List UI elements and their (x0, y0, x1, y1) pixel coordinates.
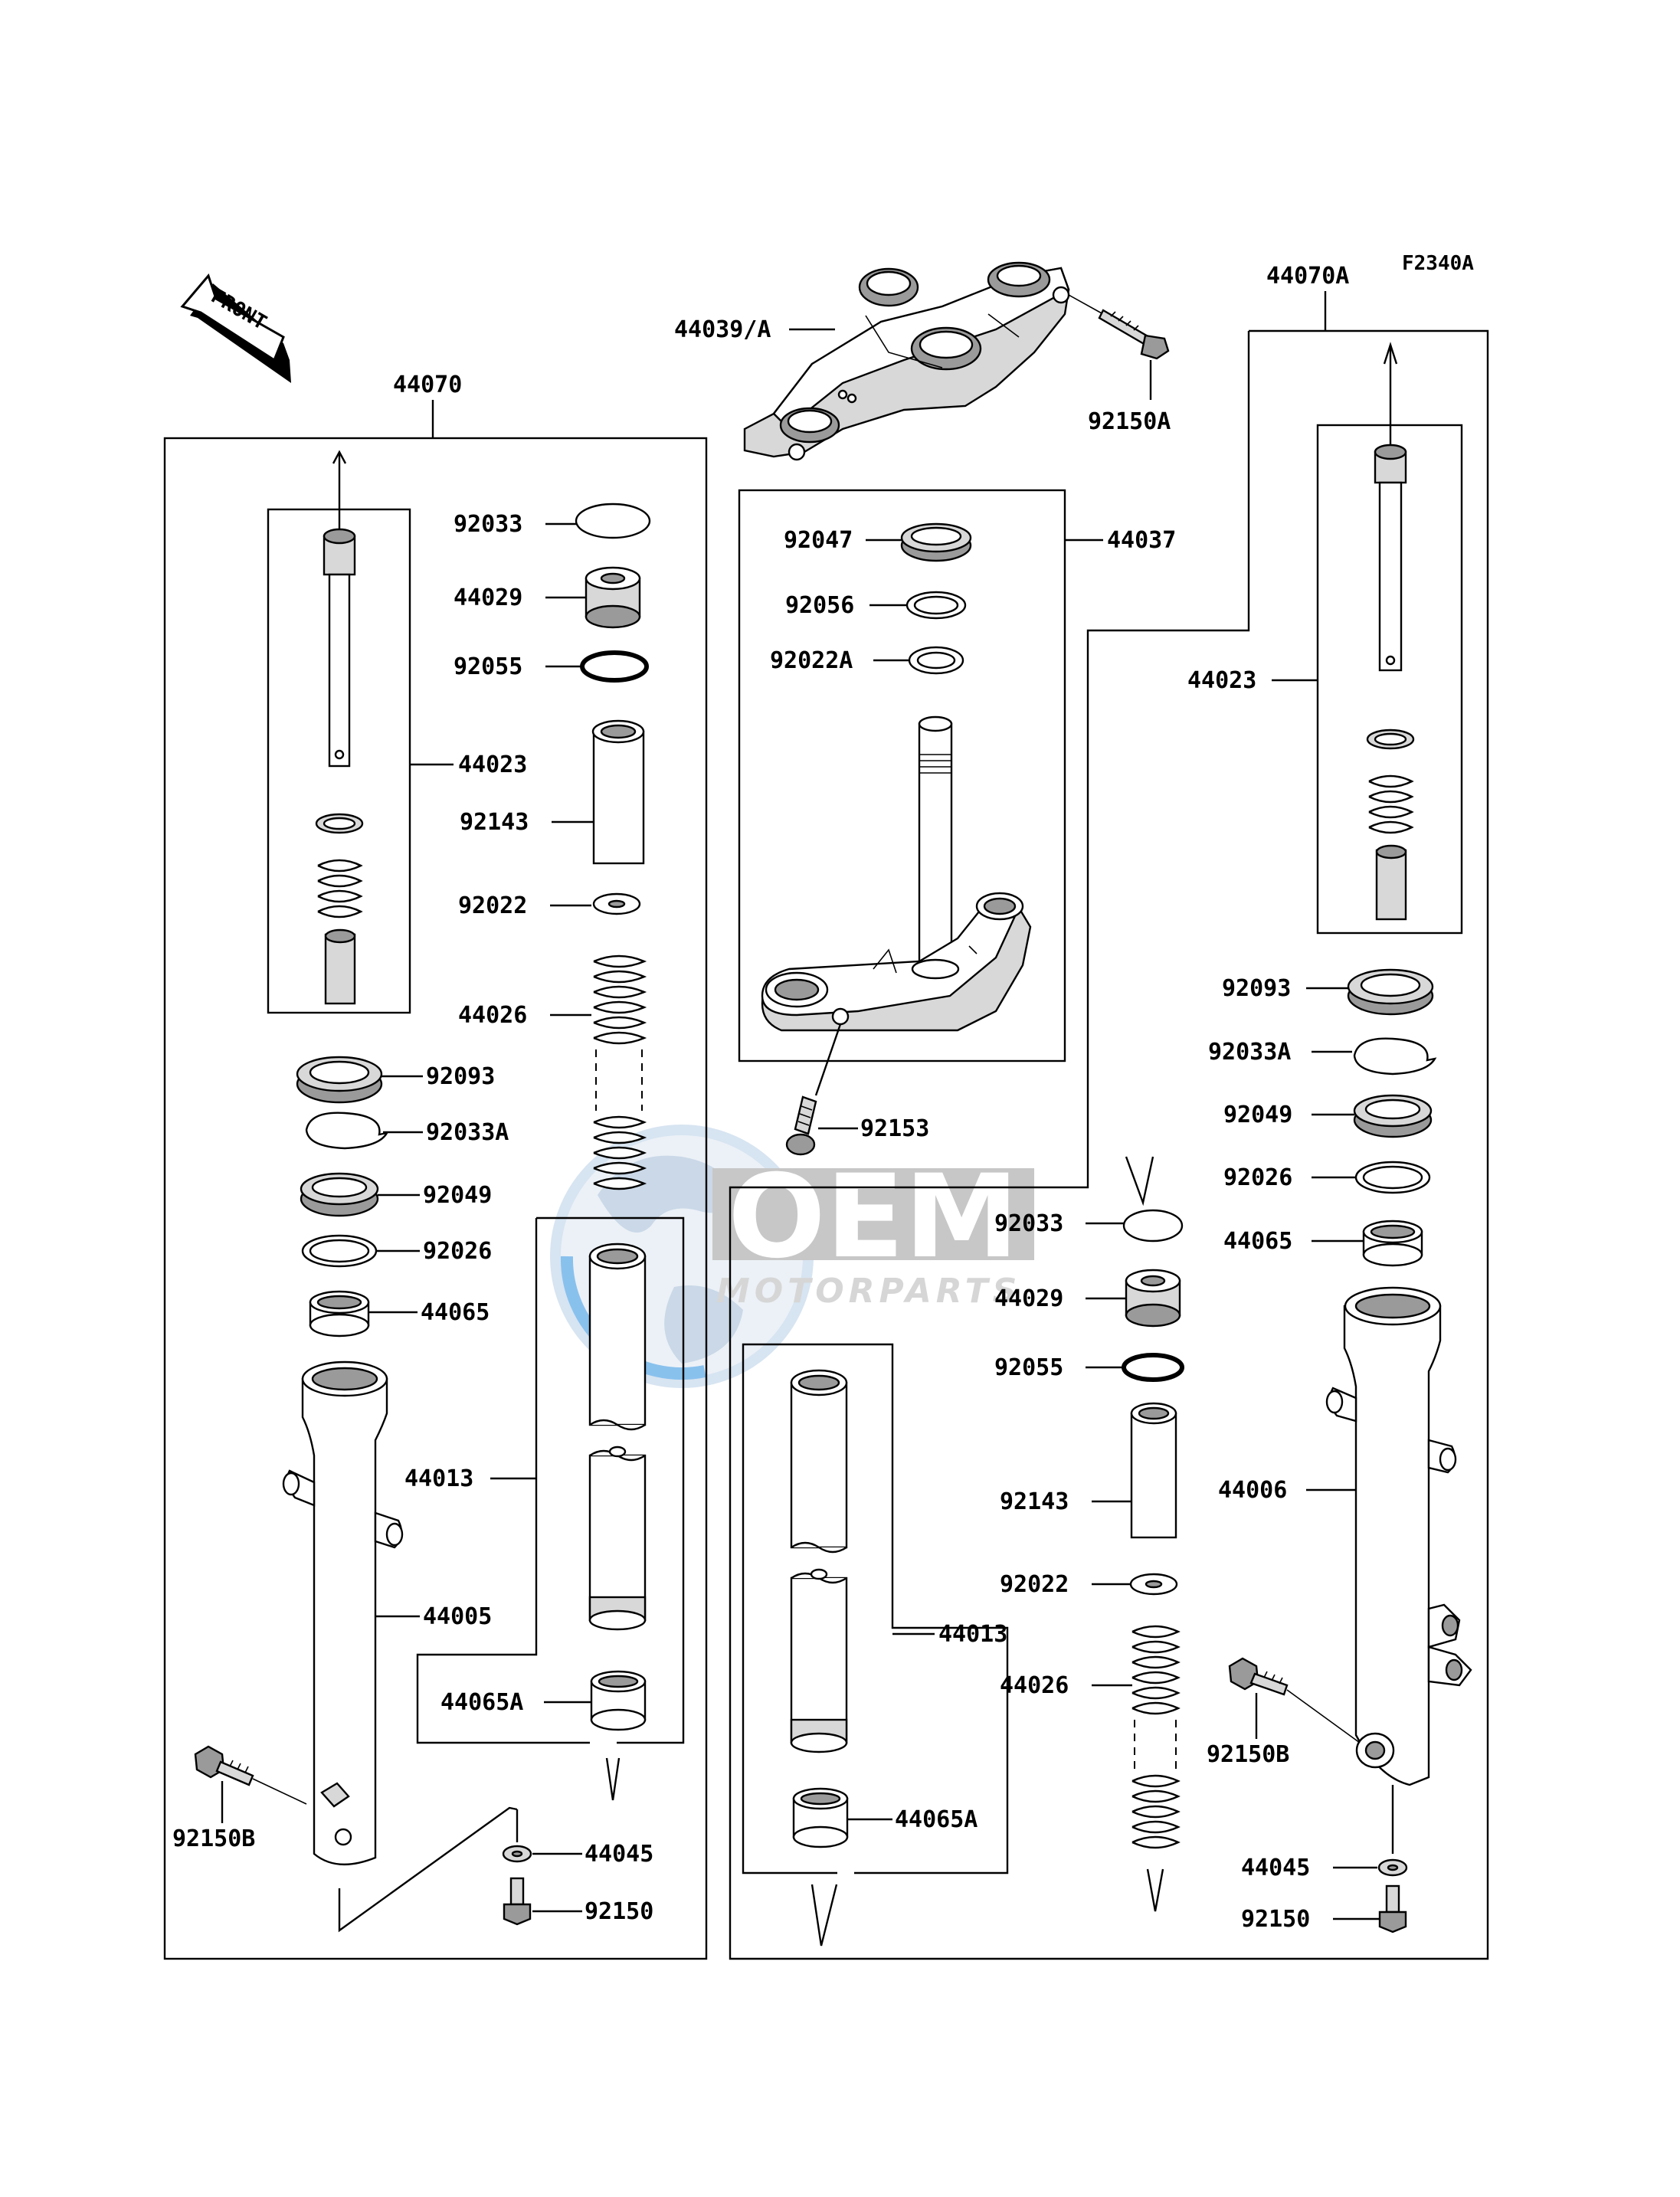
label-R-92033: 92033 (994, 1210, 1063, 1237)
watermark-tagline: MOTORPARTS (716, 1272, 1021, 1311)
label-R-44013: 44013 (938, 1621, 1007, 1648)
label-R-92093: 92093 (1222, 975, 1291, 1002)
dust-seal-92049-left (300, 1172, 379, 1217)
inner-box-44013-right (742, 1343, 1009, 1874)
spring-44026-right (1131, 1625, 1181, 1849)
label-L-92049: 92049 (423, 1182, 492, 1209)
label-L-44005: 44005 (423, 1603, 492, 1630)
label-L-44029: 44029 (454, 584, 522, 611)
guide-bush-44065A-right (792, 1787, 849, 1848)
assembly-box-44037 (738, 489, 1066, 1062)
guide-bush-44065-right (1362, 1220, 1423, 1267)
label-92153: 92153 (860, 1115, 929, 1142)
oring-92055-right (1122, 1353, 1184, 1382)
label-92022A: 92022A (770, 647, 853, 674)
label-R-44029: 44029 (994, 1285, 1063, 1312)
label-R-44045: 44045 (1241, 1855, 1310, 1881)
collar-92143-right (1130, 1402, 1177, 1539)
label-L-92150B: 92150B (172, 1825, 255, 1852)
label-R-92143: 92143 (1000, 1488, 1069, 1515)
clip-92033A-right (1353, 1037, 1437, 1076)
label-L-44023: 44023 (458, 751, 527, 778)
bolt-92150-left (503, 1877, 532, 1926)
oil-seal-92093-left (296, 1056, 383, 1104)
inner-box-44013-left (536, 1216, 685, 1744)
label-92047: 92047 (784, 527, 853, 554)
steering-stem (761, 715, 1032, 1032)
bolt-92150-right (1378, 1884, 1407, 1933)
outer-tube-44005 (282, 1360, 404, 1865)
front-arrow-body (180, 273, 285, 362)
label-R-92150: 92150 (1241, 1906, 1310, 1933)
spring-44026-left (593, 954, 647, 1190)
label-L-44013: 44013 (404, 1465, 473, 1492)
label-L-92150: 92150 (585, 1898, 653, 1925)
watermark-band (712, 1168, 1034, 1260)
label-R-44065A: 44065A (895, 1806, 978, 1833)
assembly-box-44070A (729, 329, 1489, 1960)
label-R-44065: 44065 (1223, 1228, 1292, 1255)
damper-rod-44023-right (1366, 444, 1415, 921)
label-R-92150B: 92150B (1207, 1741, 1289, 1768)
label-L-92093: 92093 (426, 1063, 495, 1090)
label-L-92033A: 92033A (426, 1119, 509, 1146)
label-92056: 92056 (785, 592, 854, 619)
dust-seal-92049-right (1353, 1094, 1433, 1138)
guide-bush-44065-left (309, 1290, 370, 1338)
bushing-44029-right (1125, 1269, 1181, 1328)
label-L-44045: 44045 (585, 1841, 653, 1868)
upper-bracket-44039A (743, 261, 1070, 461)
outer-tube-44006 (1325, 1286, 1472, 1786)
diagram-code: F2340A (1402, 252, 1474, 275)
label-44070: 44070 (393, 372, 462, 398)
label-44039A: 44039/A (674, 316, 771, 343)
label-R-92033A: 92033A (1208, 1039, 1291, 1066)
label-44037: 44037 (1107, 527, 1176, 554)
bolt-92153 (785, 1095, 817, 1156)
guide-bush-44065A-left (590, 1670, 647, 1731)
label-92150A: 92150A (1088, 408, 1171, 435)
label-L-44026: 44026 (458, 1002, 527, 1029)
watermark-brand: OEM (728, 1151, 1019, 1284)
label-R-44023: 44023 (1187, 667, 1256, 694)
label-R-92049: 92049 (1223, 1102, 1292, 1128)
label-44070A: 44070A (1266, 263, 1349, 290)
label-R-44026: 44026 (1000, 1672, 1069, 1699)
label-L-44065A: 44065A (440, 1689, 523, 1716)
label-L-44065: 44065 (421, 1299, 490, 1326)
seal-92047 (900, 522, 972, 562)
assembly-box-44070 (163, 437, 708, 1960)
oring-92055-left (580, 650, 649, 683)
label-L-92022: 92022 (458, 892, 527, 919)
ring-92033-left (575, 503, 651, 539)
oil-seal-92093-right (1347, 968, 1434, 1016)
clip-92033A-left (305, 1112, 389, 1150)
label-R-92022: 92022 (1000, 1571, 1069, 1598)
label-R-44006: 44006 (1218, 1477, 1287, 1504)
bolt-92150B-left (194, 1745, 307, 1805)
label-R-92055: 92055 (994, 1354, 1063, 1381)
bushing-44029-left (585, 566, 641, 629)
label-L-92026: 92026 (423, 1238, 492, 1265)
front-arrow-icon: FRONT (180, 273, 291, 383)
label-L-92143: 92143 (460, 809, 529, 836)
inner-tube-44013-right (790, 1369, 848, 1753)
bolt-92150B-right (1228, 1657, 1361, 1744)
label-L-92033: 92033 (454, 511, 522, 538)
label-R-92026: 92026 (1223, 1164, 1292, 1191)
ring-92033-right (1122, 1209, 1184, 1243)
bolt-92150A (1068, 294, 1170, 360)
collar-92143-left (591, 719, 645, 865)
damper-rod-44023-left (315, 528, 364, 1005)
label-L-92055: 92055 (454, 653, 522, 680)
inner-tube-44013-left (588, 1243, 647, 1631)
